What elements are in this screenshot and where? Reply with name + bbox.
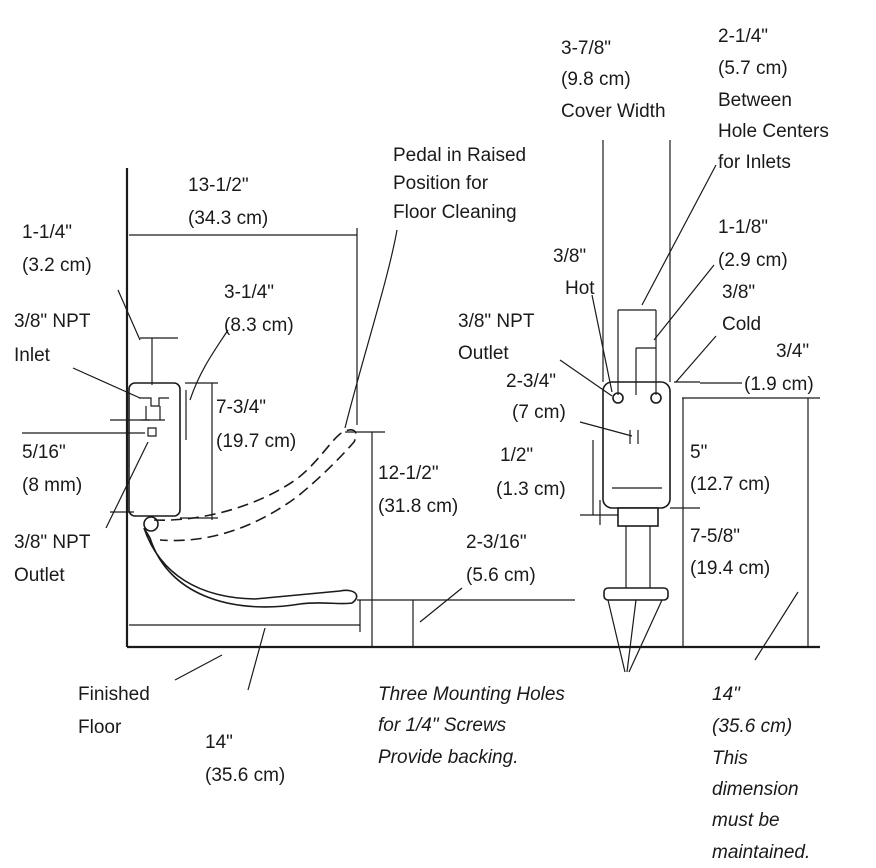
label-text: 3/8" NPT [14, 311, 91, 332]
label-npt-inlet: 3/8" NPT Inlet [14, 311, 91, 366]
label-text: Floor [78, 717, 122, 738]
label-npt-outlet-left: 3/8" NPT Outlet [14, 532, 91, 586]
label-text: 14" [712, 684, 741, 705]
label-text: (1.3 cm) [496, 479, 566, 500]
label-text: Outlet [458, 343, 509, 364]
label-text: (8.3 cm) [224, 315, 294, 336]
label-hot-inlet: 3/8" Hot [553, 246, 595, 299]
label-text: (12.7 cm) [690, 474, 770, 495]
dim-pedal-clearance: 2-3/16" (5.6 cm) [466, 532, 536, 586]
pedal-raised [153, 429, 357, 542]
label-text: (2.9 cm) [718, 250, 788, 271]
dim-valve-depth: 3-1/4" (8.3 cm) [224, 282, 294, 336]
label-cold-inlet: 3/8" Cold [722, 282, 761, 335]
label-text: for 1/4" Screws [378, 715, 507, 736]
label-text: 3/8" NPT [458, 311, 535, 332]
pedal-lowered [143, 527, 358, 608]
label-text: 3/8" [722, 282, 755, 303]
label-text: 3-1/4" [224, 282, 274, 303]
label-text: 1-1/8" [718, 217, 768, 238]
label-text: 2-1/4" [718, 26, 768, 47]
label-text: 7-5/8" [690, 526, 740, 547]
label-text: (35.6 cm) [712, 716, 792, 737]
label-text: 5/16" [22, 442, 66, 463]
dim-side-offset: 1-1/8" (2.9 cm) [718, 217, 788, 271]
label-text: 12-1/2" [378, 463, 439, 484]
dim-cover-width: 3-7/8" (9.8 cm) Cover Width [561, 38, 666, 122]
front-view [559, 140, 820, 673]
label-text: (35.6 cm) [205, 765, 285, 786]
dim-pedal-height: 12-1/2" (31.8 cm) [378, 463, 458, 517]
valve-body-side [128, 382, 181, 517]
pedal-note: Pedal in Raised Position for Floor Clean… [393, 145, 526, 223]
label-text: 3/8" NPT [14, 532, 91, 553]
label-text: (19.7 cm) [216, 431, 296, 452]
valve-port-inlet [139, 397, 169, 437]
dim-body-height: 5" (12.7 cm) [690, 442, 770, 495]
dim-cover-top: 3/4" (1.9 cm) [744, 341, 814, 395]
label-text: 13-1/2" [188, 175, 249, 196]
label-finished-floor: Finished Floor [78, 684, 150, 738]
label-text: Cover Width [561, 101, 666, 122]
dim-hole-centers: 2-1/4" (5.7 cm) Between Hole Centers for… [718, 26, 829, 173]
side-view [22, 168, 820, 691]
label-text: (34.3 cm) [188, 208, 268, 229]
label-text: 2-3/16" [466, 532, 527, 553]
label-text: Between [718, 90, 792, 111]
label-text: (19.4 cm) [690, 558, 770, 579]
mount-bracket [617, 507, 659, 527]
label-text: (8 mm) [22, 475, 82, 496]
dim-floor-clearance: 14" (35.6 cm) This dimension must be mai… [712, 684, 810, 863]
label-text: Cold [722, 314, 761, 335]
label-text: 5" [690, 442, 707, 463]
dim-top-width: 13-1/2" (34.3 cm) [188, 175, 268, 229]
label-text: 1/2" [500, 445, 533, 466]
label-text: (5.7 cm) [718, 58, 788, 79]
label-text: 3/8" [553, 246, 586, 267]
label-text: Position for [393, 173, 489, 194]
dim-lower-offset: 1/2" (1.3 cm) [496, 445, 566, 500]
label-text: Three Mounting Holes [378, 684, 565, 705]
dim-bottom-depth: 14" (35.6 cm) [205, 732, 285, 786]
dim-mount-height: 7-5/8" (19.4 cm) [690, 526, 770, 579]
label-text: This [712, 748, 748, 769]
label-npt-outlet-right: 3/8" NPT Outlet [458, 311, 535, 364]
label-text: (31.8 cm) [378, 496, 458, 517]
label-text: 1-1/4" [22, 222, 72, 243]
label-text: 14" [205, 732, 233, 753]
dim-outlet-offset: 5/16" (8 mm) [22, 442, 82, 496]
label-text: must be [712, 810, 780, 831]
label-text: Hot [565, 278, 595, 299]
label-text: Inlet [14, 345, 51, 366]
label-text: 3/4" [776, 341, 809, 362]
pedal-pivot [143, 516, 159, 532]
dim-inlet-offset: 1-1/4" (3.2 cm) [22, 222, 92, 276]
label-text: (7 cm) [512, 402, 566, 423]
pedal-front [603, 587, 669, 601]
label-text: 7-3/4" [216, 397, 266, 418]
label-text: Hole Centers [718, 121, 829, 142]
label-text: 2-3/4" [506, 371, 556, 392]
label-text: Outlet [14, 565, 65, 586]
label-text: maintained. [712, 842, 810, 863]
mounting-note: Three Mounting Holes for 1/4" Screws Pro… [378, 684, 565, 768]
label-text: 3-7/8" [561, 38, 611, 59]
label-text: (5.6 cm) [466, 565, 536, 586]
label-text: for Inlets [718, 152, 791, 173]
label-text: (3.2 cm) [22, 255, 92, 276]
dim-side-height: 7-3/4" (19.7 cm) [216, 397, 296, 452]
label-text: Pedal in Raised [393, 145, 526, 166]
label-text: Finished [78, 684, 150, 705]
label-text: Provide backing. [378, 747, 518, 768]
label-text: Floor Cleaning [393, 202, 517, 223]
label-text: (9.8 cm) [561, 69, 631, 90]
label-text: dimension [712, 779, 799, 800]
dim-outlet-drop: 2-3/4" (7 cm) [506, 371, 566, 423]
label-text: (1.9 cm) [744, 374, 814, 395]
